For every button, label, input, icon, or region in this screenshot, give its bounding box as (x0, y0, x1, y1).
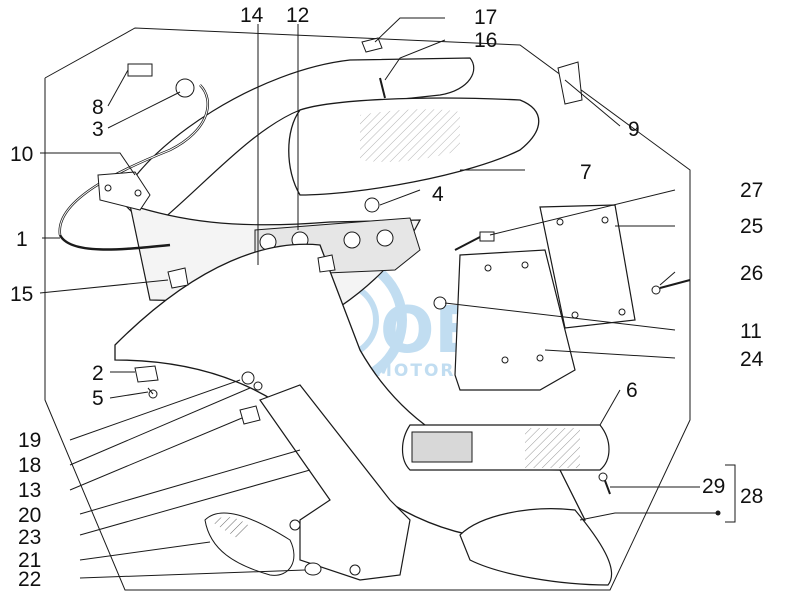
callout-17: 17 (474, 6, 497, 29)
grommet-part-3 (175, 78, 195, 98)
callout-19: 19 (18, 429, 41, 452)
plate-bracket-part-23 (259, 384, 411, 581)
plate-light-part-6 (401, 424, 610, 471)
callout-8: 8 (92, 96, 104, 119)
bracket-part-10 (97, 171, 151, 211)
screw-part-29 (598, 472, 611, 495)
callout-20: 20 (18, 504, 41, 527)
leader-lines (39, 17, 736, 579)
clip-part-12 (317, 254, 336, 273)
callout-11: 11 (740, 320, 762, 343)
callout-2: 2 (92, 362, 104, 385)
screw-part-26 (651, 279, 691, 295)
screw-part-5 (147, 387, 158, 399)
callout-16: 16 (474, 29, 497, 52)
callout-15: 15 (10, 283, 33, 306)
callout-labels: 1 2 3 4 5 6 7 8 9 10 11 12 13 14 15 16 1… (10, 4, 764, 591)
lower-guard-part-28 (459, 508, 613, 586)
callout-26: 26 (740, 262, 763, 285)
callout-27: 27 (740, 179, 763, 202)
assembly-boundary (44, 27, 691, 591)
callout-12: 12 (286, 4, 309, 27)
tail-light-part-7 (288, 97, 540, 196)
washer-part-18 (253, 381, 263, 391)
reflector-part-21 (204, 512, 295, 576)
clip-part-15 (167, 267, 189, 289)
grommet-part-4 (364, 197, 380, 213)
callout-23: 23 (18, 526, 41, 549)
screw-part-16 (379, 77, 386, 99)
clip-part-13 (239, 405, 261, 425)
screw-part-27 (454, 231, 495, 251)
callout-29: 29 (702, 475, 725, 498)
callout-10: 10 (10, 143, 33, 166)
license-plate-holder-part-25 (539, 204, 636, 329)
callout-14: 14 (240, 4, 264, 27)
callout-4: 4 (432, 183, 444, 206)
callout-22: 22 (18, 568, 41, 591)
nut-part-19 (241, 371, 255, 385)
callout-13: 13 (18, 479, 41, 502)
callout-7: 7 (580, 161, 592, 184)
screw-part-11 (433, 296, 447, 310)
callout-28: 28 (740, 485, 763, 508)
clip-part-2 (134, 365, 159, 383)
callout-18: 18 (18, 454, 41, 477)
callout-25: 25 (740, 215, 763, 238)
callout-24: 24 (740, 348, 764, 371)
clip-part-17 (361, 37, 383, 53)
callout-21: 21 (18, 549, 41, 572)
plate-support-part-24 (454, 249, 576, 391)
spacer-part-22 (304, 562, 322, 576)
callout-9: 9 (628, 118, 640, 141)
callout-1: 1 (16, 228, 28, 251)
connector-part-8 (127, 63, 153, 77)
bracket-part-9 (557, 61, 583, 105)
reference-dot (715, 510, 721, 516)
callout-6: 6 (626, 379, 638, 402)
callout-3: 3 (92, 118, 104, 141)
callout-5: 5 (92, 387, 104, 410)
